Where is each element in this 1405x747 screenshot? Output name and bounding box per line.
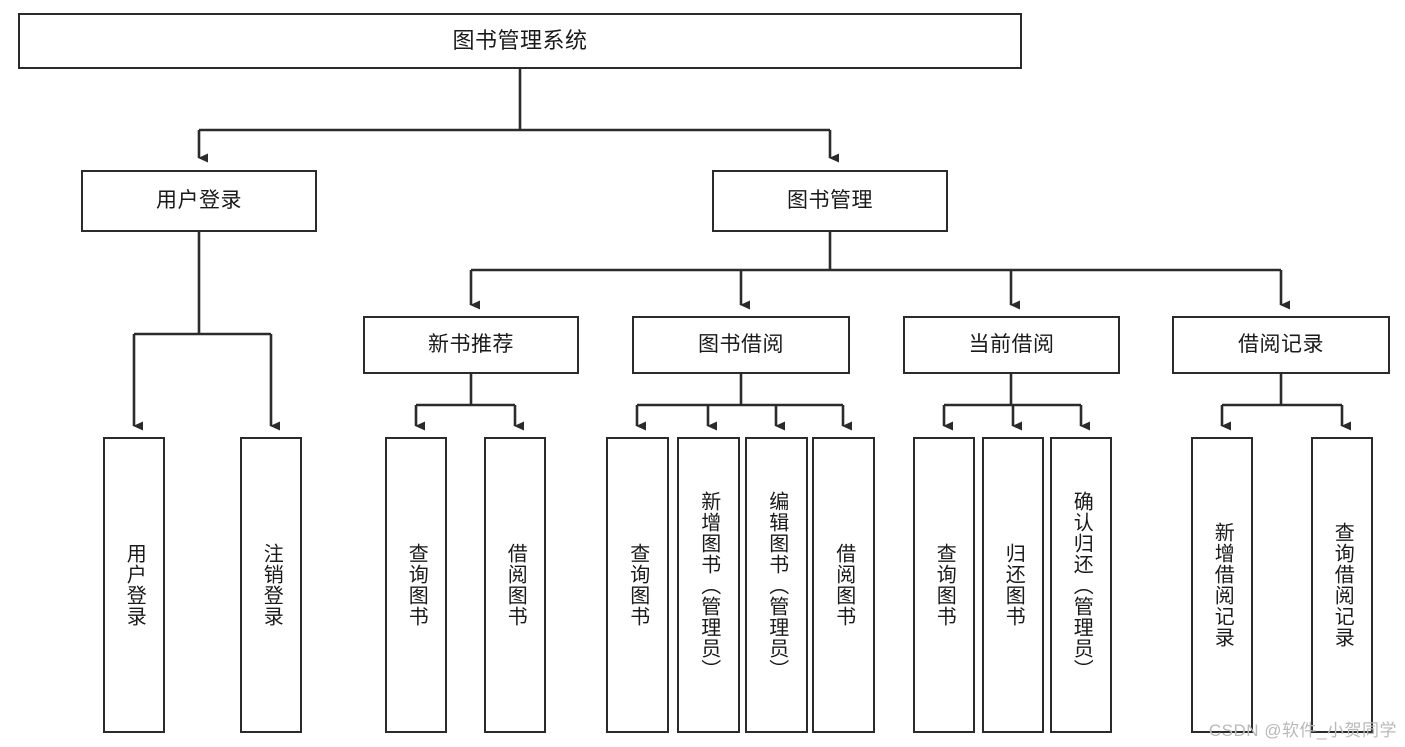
node-new-book-rec[interactable]: 新书推荐 xyxy=(363,316,579,374)
node-root[interactable]: 图书管理系统 xyxy=(18,13,1022,69)
node-user-login-label: 用户登录 xyxy=(156,188,242,212)
node-book-manage-label: 图书管理 xyxy=(787,188,873,212)
node-leaf-borrow-book-bb[interactable]: 借阅图书 xyxy=(812,437,875,733)
node-leaf-borrow-book-rec[interactable]: 借阅图书 xyxy=(484,437,546,733)
node-user-login[interactable]: 用户登录 xyxy=(81,170,317,232)
node-leaf-query-record-label: 查询借阅记录 xyxy=(1331,522,1354,648)
node-borrow-record[interactable]: 借阅记录 xyxy=(1172,316,1390,374)
node-leaf-add-book[interactable]: 新增图书（管理员） xyxy=(677,437,740,733)
node-book-borrow-label: 图书借阅 xyxy=(698,332,784,356)
node-leaf-edit-book-label: 编辑图书（管理员） xyxy=(765,490,788,680)
node-leaf-query-book-cb[interactable]: 查询图书 xyxy=(913,437,975,733)
node-leaf-query-book-bb[interactable]: 查询图书 xyxy=(606,437,669,733)
node-leaf-confirm-return-label: 确认归还（管理员） xyxy=(1070,490,1093,680)
node-leaf-return-book[interactable]: 归还图书 xyxy=(982,437,1044,733)
node-leaf-query-book-bb-label: 查询图书 xyxy=(626,543,649,627)
node-leaf-borrow-book-rec-label: 借阅图书 xyxy=(504,543,527,627)
node-leaf-user-login[interactable]: 用户登录 xyxy=(103,437,165,733)
node-leaf-user-logout-label: 注销登录 xyxy=(260,543,283,627)
node-book-manage[interactable]: 图书管理 xyxy=(712,170,948,232)
node-leaf-confirm-return[interactable]: 确认归还（管理员） xyxy=(1050,437,1112,733)
node-leaf-add-record-label: 新增借阅记录 xyxy=(1211,522,1234,648)
node-leaf-query-book-rec-label: 查询图书 xyxy=(405,543,428,627)
node-current-borrow-label: 当前借阅 xyxy=(968,332,1055,356)
node-leaf-query-record[interactable]: 查询借阅记录 xyxy=(1311,437,1373,733)
node-book-borrow[interactable]: 图书借阅 xyxy=(632,316,850,374)
node-leaf-edit-book[interactable]: 编辑图书（管理员） xyxy=(745,437,808,733)
csdn-watermark: CSDN @软件_小贺同学 xyxy=(1208,721,1397,740)
node-leaf-return-book-label: 归还图书 xyxy=(1002,543,1025,627)
node-leaf-query-book-cb-label: 查询图书 xyxy=(933,543,956,627)
node-new-book-rec-label: 新书推荐 xyxy=(428,332,514,356)
node-leaf-add-record[interactable]: 新增借阅记录 xyxy=(1191,437,1253,733)
node-leaf-borrow-book-bb-label: 借阅图书 xyxy=(832,543,855,627)
node-leaf-query-book-rec[interactable]: 查询图书 xyxy=(385,437,447,733)
node-leaf-add-book-label: 新增图书（管理员） xyxy=(697,490,720,680)
node-leaf-user-login-label: 用户登录 xyxy=(123,543,146,627)
node-root-label: 图书管理系统 xyxy=(452,28,588,54)
node-current-borrow[interactable]: 当前借阅 xyxy=(903,316,1120,374)
node-leaf-user-logout[interactable]: 注销登录 xyxy=(240,437,302,733)
node-borrow-record-label: 借阅记录 xyxy=(1238,332,1324,356)
